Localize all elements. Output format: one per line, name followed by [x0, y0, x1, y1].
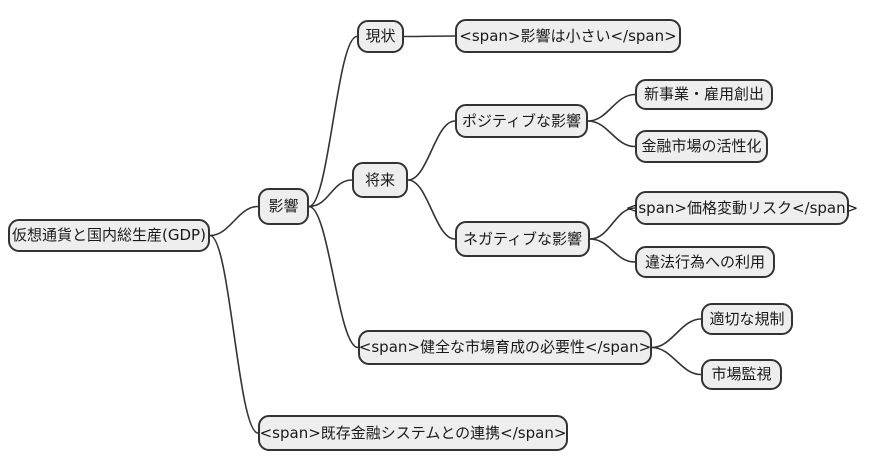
node-price-risk: <span>価格変動リスク</span> — [626, 191, 858, 225]
node-monitoring: 市場監視 — [701, 359, 782, 390]
node-current: 現状 — [357, 20, 404, 53]
edge-positive-new-business — [587, 93, 636, 122]
node-root: 仮想通貨と国内総生産(GDP) — [8, 219, 210, 252]
node-negative-impact: ネガティブな影響 — [455, 221, 590, 257]
edge-impact-future — [308, 179, 353, 208]
node-illegal-use: 違法行為への利用 — [635, 246, 775, 278]
edge-negative-price-risk — [589, 207, 636, 240]
edge-root-existing-finance — [209, 234, 259, 434]
edge-root-impact — [209, 205, 259, 237]
edge-impact-healthy-market — [308, 205, 359, 349]
edge-negative-illegal-use — [589, 238, 636, 263]
node-financial-market: 金融市場の活性化 — [635, 130, 768, 163]
edge-future-negative — [407, 179, 456, 240]
node-future: 将来 — [352, 162, 408, 198]
node-new-business: 新事業・雇用創出 — [635, 79, 773, 110]
edge-positive-financial-market — [587, 120, 636, 148]
edge-future-positive — [407, 120, 456, 181]
node-existing-finance: <span>既存金融システムとの連携</span> — [258, 415, 568, 451]
edge-healthy-market-monitoring — [651, 346, 702, 376]
node-positive-impact: ポジティブな影響 — [455, 104, 588, 138]
node-impact: 影響 — [258, 188, 309, 225]
node-healthy-market: <span>健全な市場育成の必要性</span> — [358, 330, 652, 365]
edge-healthy-market-regulation — [651, 318, 702, 349]
edge-current-impact-small — [403, 35, 456, 38]
edge-impact-current — [308, 35, 358, 208]
node-impact-small: <span>影響は小さい</span> — [455, 19, 681, 53]
node-regulation: 適切な規制 — [701, 303, 793, 335]
